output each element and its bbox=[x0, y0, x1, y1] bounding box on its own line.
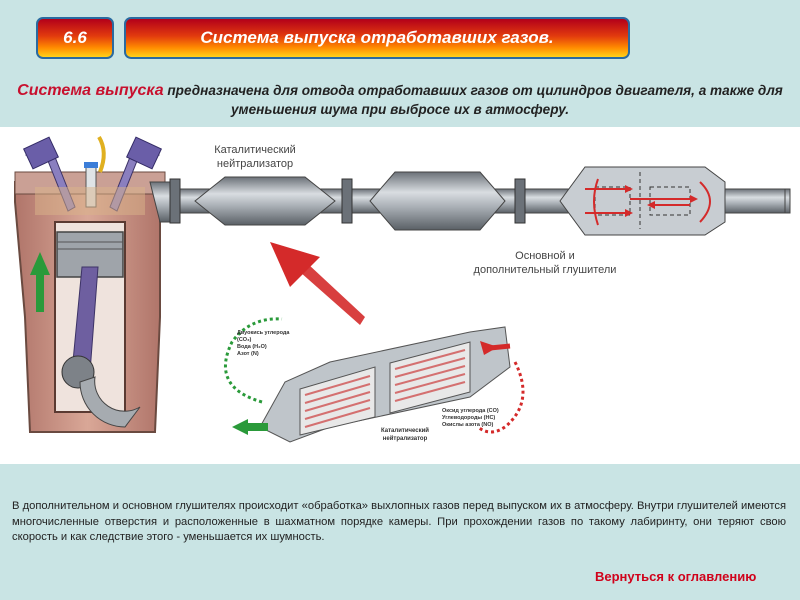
inset-caption-line2: нейтрализатор bbox=[382, 436, 428, 442]
out-gas-4: Азот (N) bbox=[237, 351, 259, 357]
in-gas-2: Углеводороды (HC) bbox=[442, 415, 496, 421]
pointer-arrow bbox=[270, 242, 365, 325]
in-gas-3: Окислы азота (NO) bbox=[442, 422, 494, 428]
out-gas-3: Вода (H₂O) bbox=[237, 344, 267, 350]
piston-direction-arrow bbox=[30, 252, 50, 312]
intro-text: Система выпуска предназначена для отвода… bbox=[10, 81, 790, 119]
muffler-label: Основной и дополнительный глушители bbox=[450, 249, 640, 277]
catalyst-honeycomb bbox=[299, 341, 471, 436]
inset-caption-line1: Каталитический bbox=[381, 428, 429, 434]
catalytic-converter bbox=[194, 176, 336, 226]
exhaust-pipe bbox=[169, 166, 791, 236]
inset-in-gases: Оксид углерода (CO) Углеводороды (HC) Ок… bbox=[442, 408, 522, 429]
back-to-contents-link[interactable]: Вернуться к оглавлению bbox=[595, 569, 757, 584]
intro-body: предназначена для отвода отработавших га… bbox=[163, 83, 783, 117]
catalyst-label-line1: Каталитический bbox=[214, 144, 296, 156]
muffler-label-line2: дополнительный глушители bbox=[473, 264, 617, 276]
inset-out-gases: Двуокись углерода (CO₂) Вода (H₂O) Азот … bbox=[237, 330, 297, 358]
muffler-label-line1: Основной и bbox=[515, 250, 575, 262]
additional-muffler bbox=[369, 171, 506, 231]
engine-illustration bbox=[14, 135, 176, 433]
gas-out-arrow bbox=[232, 419, 248, 435]
intro-highlight: Система выпуска bbox=[17, 82, 164, 99]
main-muffler bbox=[559, 166, 726, 236]
out-gas-2: (CO₂) bbox=[237, 337, 252, 343]
description-text: В дополнительном и основном глушителях п… bbox=[12, 500, 786, 543]
inset-caption: Каталитический нейтрализатор bbox=[370, 427, 440, 443]
in-gas-1: Оксид углерода (CO) bbox=[442, 408, 499, 414]
catalyst-inset bbox=[223, 317, 525, 443]
catalyst-label-line2: нейтрализатор bbox=[216, 158, 294, 170]
page-title: Система выпуска отработавших газов. bbox=[124, 17, 630, 59]
out-gas-1: Двуокись углерода bbox=[237, 330, 290, 336]
gas-in-arrow bbox=[480, 341, 498, 355]
section-number-badge: 6.6 bbox=[36, 17, 114, 59]
catalyst-label: Каталитический нейтрализатор bbox=[195, 143, 315, 171]
exhaust-diagram-panel: Каталитический нейтрализатор Основной и … bbox=[0, 127, 800, 464]
exhaust-diagram bbox=[14, 135, 791, 443]
